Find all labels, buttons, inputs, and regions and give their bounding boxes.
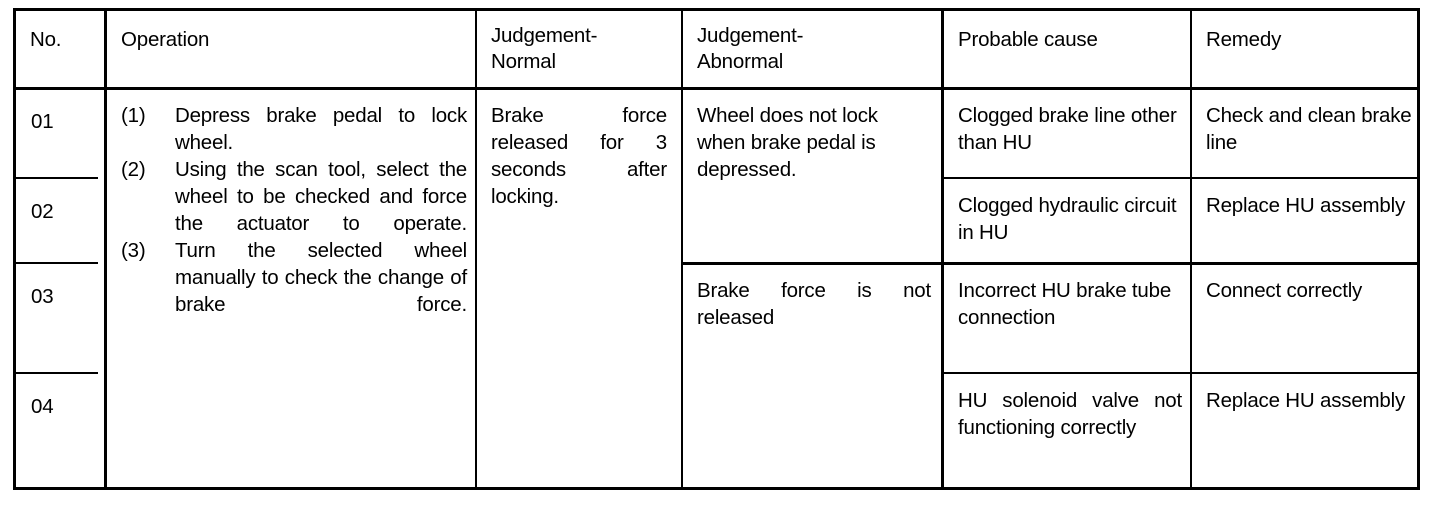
header-bottom-rule bbox=[16, 87, 1417, 90]
table-row-number-02: 02 bbox=[16, 180, 104, 262]
operation-step: (3) Turn the selected wheel manually to … bbox=[121, 237, 467, 318]
probable-cause-text: Incorrect HU brake tube connection bbox=[958, 279, 1177, 329]
column-rule-abnormal bbox=[941, 11, 944, 487]
operation-step-marker: (3) bbox=[121, 239, 146, 262]
probable-cause-text: HU solenoid valve not functioning correc… bbox=[958, 389, 1188, 439]
row-number-label: 01 bbox=[31, 110, 54, 133]
row-rule-2-no bbox=[16, 262, 98, 264]
header-cell-probable-cause: Probable cause bbox=[944, 11, 1190, 87]
table-row-number-04: 04 bbox=[16, 375, 104, 487]
judgement-abnormal-text: Wheel does not lock when brake pedal is … bbox=[697, 104, 884, 181]
probable-cause-cell-2: Clogged hydraulic circuit in HU bbox=[944, 180, 1190, 262]
probable-cause-cell-1: Clogged brake line other than HU bbox=[944, 90, 1190, 177]
remedy-text: Replace HU assembly bbox=[1206, 194, 1405, 217]
column-rule-no bbox=[104, 11, 107, 487]
judgement-normal-text: Brake force released for 3 seconds after… bbox=[491, 104, 673, 208]
table-row-number-01: 01 bbox=[16, 90, 104, 177]
row-rule-1-no bbox=[16, 177, 98, 179]
table-row-number-03: 03 bbox=[16, 265, 104, 372]
probable-cause-cell-3: Incorrect HU brake tube connection bbox=[944, 265, 1190, 372]
probable-cause-text: Clogged hydraulic circuit in HU bbox=[958, 194, 1182, 244]
header-cell-judgement-normal: Judgement- Normal bbox=[477, 11, 681, 87]
judgement-abnormal-text: Brake force is not released bbox=[697, 279, 937, 329]
header-label-probable-cause: Probable cause bbox=[958, 28, 1098, 51]
header-label-no: No. bbox=[30, 28, 62, 51]
row-rule-3-no bbox=[16, 372, 98, 374]
remedy-cell-1: Check and clean brake line bbox=[1192, 90, 1417, 177]
operation-step: (2) Using the scan tool, select the whee… bbox=[121, 156, 467, 237]
row-number-label: 04 bbox=[31, 395, 54, 418]
operation-step-text: Using the scan tool, select the wheel to… bbox=[175, 158, 467, 235]
header-label-operation: Operation bbox=[121, 28, 210, 51]
probable-cause-text: Clogged brake line other than HU bbox=[958, 104, 1183, 154]
operation-step-marker: (1) bbox=[121, 104, 146, 127]
operation-step-text: Depress brake pedal to lock wheel. bbox=[175, 104, 467, 154]
column-rule-operation bbox=[475, 11, 477, 487]
diagnostic-table: No. Operation Judgement- Normal Judgemen… bbox=[13, 8, 1420, 490]
header-cell-remedy: Remedy bbox=[1192, 11, 1417, 87]
header-label-judgement-normal: Judgement- Normal bbox=[491, 24, 598, 73]
column-rule-normal bbox=[681, 11, 683, 487]
operation-step: (1) Depress brake pedal to lock wheel. bbox=[121, 102, 467, 156]
remedy-text: Replace HU assembly bbox=[1206, 389, 1405, 412]
row-rule-3-cause-remedy bbox=[941, 372, 1417, 374]
header-cell-judgement-abnormal: Judgement- Abnormal bbox=[683, 11, 941, 87]
row-number-label: 02 bbox=[31, 200, 54, 223]
remedy-text: Check and clean brake line bbox=[1206, 104, 1417, 154]
probable-cause-cell-4: HU solenoid valve not functioning correc… bbox=[944, 375, 1190, 487]
header-cell-operation: Operation bbox=[107, 11, 475, 87]
judgement-abnormal-cell-2: Brake force is not released bbox=[683, 265, 941, 487]
remedy-text: Connect correctly bbox=[1206, 279, 1363, 302]
remedy-cell-4: Replace HU assembly bbox=[1192, 375, 1417, 487]
header-label-remedy: Remedy bbox=[1206, 28, 1282, 51]
header-cell-no: No. bbox=[16, 11, 104, 87]
row-rule-2-abnormal-cause-remedy bbox=[681, 262, 1417, 265]
operation-step-list: (1) Depress brake pedal to lock wheel. (… bbox=[121, 102, 467, 318]
remedy-cell-3: Connect correctly bbox=[1192, 265, 1417, 372]
row-rule-1-cause-remedy bbox=[941, 177, 1417, 179]
row-number-label: 03 bbox=[31, 285, 54, 308]
operation-cell: (1) Depress brake pedal to lock wheel. (… bbox=[107, 90, 475, 487]
judgement-normal-cell: Brake force released for 3 seconds after… bbox=[477, 90, 681, 487]
judgement-abnormal-cell-1: Wheel does not lock when brake pedal is … bbox=[683, 90, 941, 262]
header-label-judgement-abnormal: Judgement- Abnormal bbox=[697, 24, 804, 73]
remedy-cell-2: Replace HU assembly bbox=[1192, 180, 1417, 262]
operation-step-marker: (2) bbox=[121, 158, 146, 181]
operation-step-text: Turn the selected wheel manually to chec… bbox=[175, 239, 467, 316]
column-rule-cause bbox=[1190, 11, 1192, 487]
